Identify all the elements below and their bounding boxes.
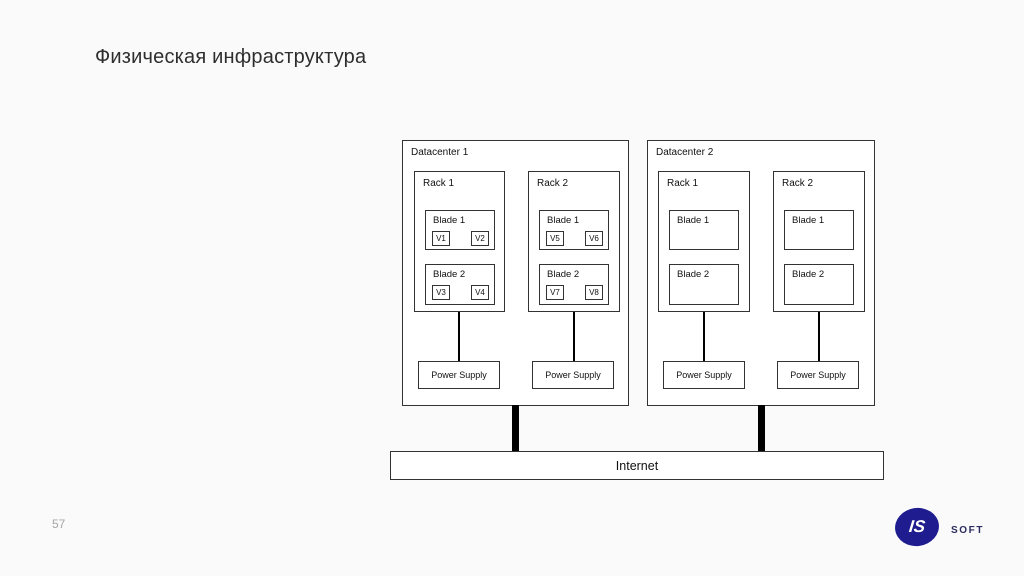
dc2-rack2-blade-1-box: Blade 1 [784,210,854,250]
dc1-rack1-ps-connector-line [458,312,460,361]
dc2-rack1-blade-1-label: Blade 1 [677,215,710,226]
dc1-power-supply-2-box: Power Supply [532,361,614,389]
dc2-rack-1-label: Rack 1 [667,178,699,189]
is-soft-logo-text: SOFT [951,525,985,536]
dc2-rack2-blade-2-box: Blade 2 [784,264,854,305]
dc2-rack1-blade-1-box: Blade 1 [669,210,739,250]
dc1-rack2-blade-1-label: Blade 1 [547,215,580,226]
dc2-power-supply-2-box: Power Supply [777,361,859,389]
dc1-rack-1-label: Rack 1 [423,178,455,189]
dc2-rack-2-label: Rack 2 [782,178,814,189]
vm-box-v3: V3 [432,285,450,300]
is-soft-logo-mark: IS [892,505,942,549]
vm-box-v6: V6 [585,231,603,246]
dc2-power-supply-1-box: Power Supply [663,361,745,389]
dc2-internet-connector-line [758,405,765,451]
dc2-rack2-blade-1-label: Blade 1 [792,215,825,226]
vm-box-v4: V4 [471,285,489,300]
vm-box-v8: V8 [585,285,603,300]
dc2-rack-1-box: Rack 1 Blade 1 Blade 2 [658,171,750,312]
dc1-rack2-blade-1-box: Blade 1 V5 V6 [539,210,609,250]
dc1-rack2-blade-2-box: Blade 2 V7 V8 [539,264,609,305]
dc1-rack-2-box: Rack 2 Blade 1 V5 V6 Blade 2 V7 V8 [528,171,620,312]
vm-box-v5: V5 [546,231,564,246]
dc1-rack1-blade-1-label: Blade 1 [433,215,466,226]
internet-label: Internet [615,458,659,473]
dc1-rack2-blade-2-label: Blade 2 [547,269,580,280]
dc2-rack2-blade-2-label: Blade 2 [792,269,825,280]
dc1-rack1-blade-2-box: Blade 2 V3 V4 [425,264,495,305]
dc1-rack2-ps-connector-line [573,312,575,361]
datacenter-2-label: Datacenter 2 [656,147,714,158]
datacenter-2-box: Datacenter 2 Rack 1 Blade 1 Blade 2 Rack… [647,140,875,406]
vm-box-v2: V2 [471,231,489,246]
dc2-rack1-blade-2-box: Blade 2 [669,264,739,305]
logo-mark-text: IS [908,517,927,536]
datacenter-1-label: Datacenter 1 [411,147,469,158]
datacenter-1-box: Datacenter 1 Rack 1 Blade 1 V1 V2 Blade … [402,140,629,406]
dc1-rack-1-box: Rack 1 Blade 1 V1 V2 Blade 2 V3 V4 [414,171,505,312]
slide-title: Физическая инфраструктура [95,46,367,68]
dc2-rack1-ps-connector-line [703,312,705,361]
dc1-rack1-blade-1-box: Blade 1 V1 V2 [425,210,495,250]
internet-bar: Internet [390,451,884,480]
dc2-rack2-ps-connector-line [818,312,820,361]
vm-box-v1: V1 [432,231,450,246]
page-number: 57 [52,517,66,531]
dc2-rack1-blade-2-label: Blade 2 [677,269,710,280]
dc1-rack1-blade-2-label: Blade 2 [433,269,466,280]
vm-box-v7: V7 [546,285,564,300]
dc2-rack-2-box: Rack 2 Blade 1 Blade 2 [773,171,865,312]
dc1-rack-2-label: Rack 2 [537,178,569,189]
dc1-power-supply-1-box: Power Supply [418,361,500,389]
dc1-internet-connector-line [512,405,519,451]
